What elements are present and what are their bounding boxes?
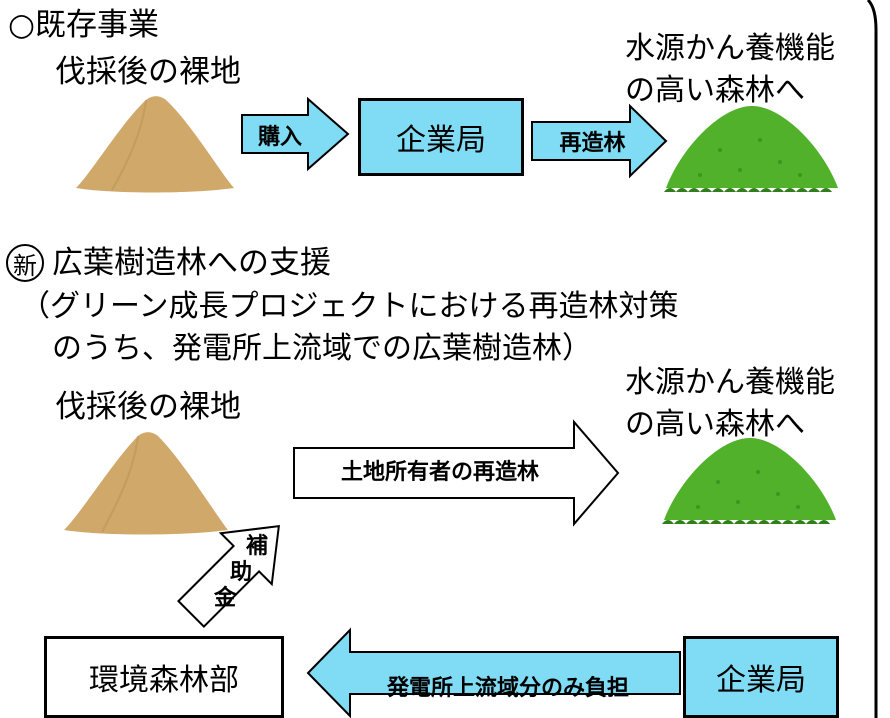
bare-land-sand-pile-icon bbox=[76, 96, 234, 193]
forest-hill-icon bbox=[662, 438, 836, 524]
environment-forest-dept-box: 環境森林部 bbox=[44, 636, 284, 718]
reforestation-arrow-label: 再造林 bbox=[559, 131, 626, 156]
enterprise-bureau-box: 企業局 bbox=[358, 98, 524, 176]
frame-border bbox=[866, 0, 878, 718]
subsidy-text-char: 補 bbox=[246, 534, 269, 559]
new-badge-label: 新 bbox=[13, 251, 37, 280]
enterprise-bureau-label: 企業局 bbox=[716, 663, 806, 698]
landowner-reforestation-arrow-label: 土地所有者の再造林 bbox=[340, 460, 539, 485]
section1-bare-land-label: 伐採後の裸地 bbox=[55, 54, 241, 90]
reforestation-arrow bbox=[531, 103, 668, 179]
enterprise-bureau-label: 企業局 bbox=[396, 123, 486, 158]
subsidy-text-char: 助 bbox=[230, 560, 253, 585]
section2-heading: 広葉樹造林への支援 bbox=[52, 245, 331, 281]
subsidy-arrow bbox=[177, 525, 280, 628]
purchase-arrow bbox=[241, 96, 350, 172]
section2-paren-line2: のうち、発電所上流域での広葉樹造林） bbox=[52, 331, 592, 366]
subsidy-text-char: 金 bbox=[214, 586, 237, 611]
power-plant-burden-arrow bbox=[306, 627, 681, 718]
bare-land-sand-pile-icon bbox=[64, 432, 228, 535]
section1-heading: ○既存事業 bbox=[8, 7, 160, 43]
environment-forest-dept-label: 環境森林部 bbox=[89, 663, 239, 698]
new-badge: 新 bbox=[6, 244, 44, 282]
section2-forest-label-line2: の高い森林へ bbox=[625, 407, 805, 442]
section1-forest-label-line1: 水源かん養機能 bbox=[625, 31, 835, 66]
power-plant-burden-arrow-label: 発電所上流域分のみ負担 bbox=[386, 676, 629, 701]
purchase-arrow-label: 購入 bbox=[257, 125, 302, 150]
landowner-reforestation-arrow bbox=[293, 419, 620, 527]
subsidy-text: 補 助 金 bbox=[200, 536, 280, 622]
enterprise-bureau-box: 企業局 bbox=[683, 636, 839, 718]
section2-forest-label-line1: 水源かん養機能 bbox=[625, 365, 835, 400]
section1-forest-label-line2: の高い森林へ bbox=[625, 73, 805, 108]
forest-hill-icon bbox=[664, 106, 838, 192]
section2-paren-line1: （グリーン成長プロジェクトにおける再造林対策 bbox=[20, 289, 679, 324]
section2-bare-land-label: 伐採後の裸地 bbox=[55, 389, 241, 425]
